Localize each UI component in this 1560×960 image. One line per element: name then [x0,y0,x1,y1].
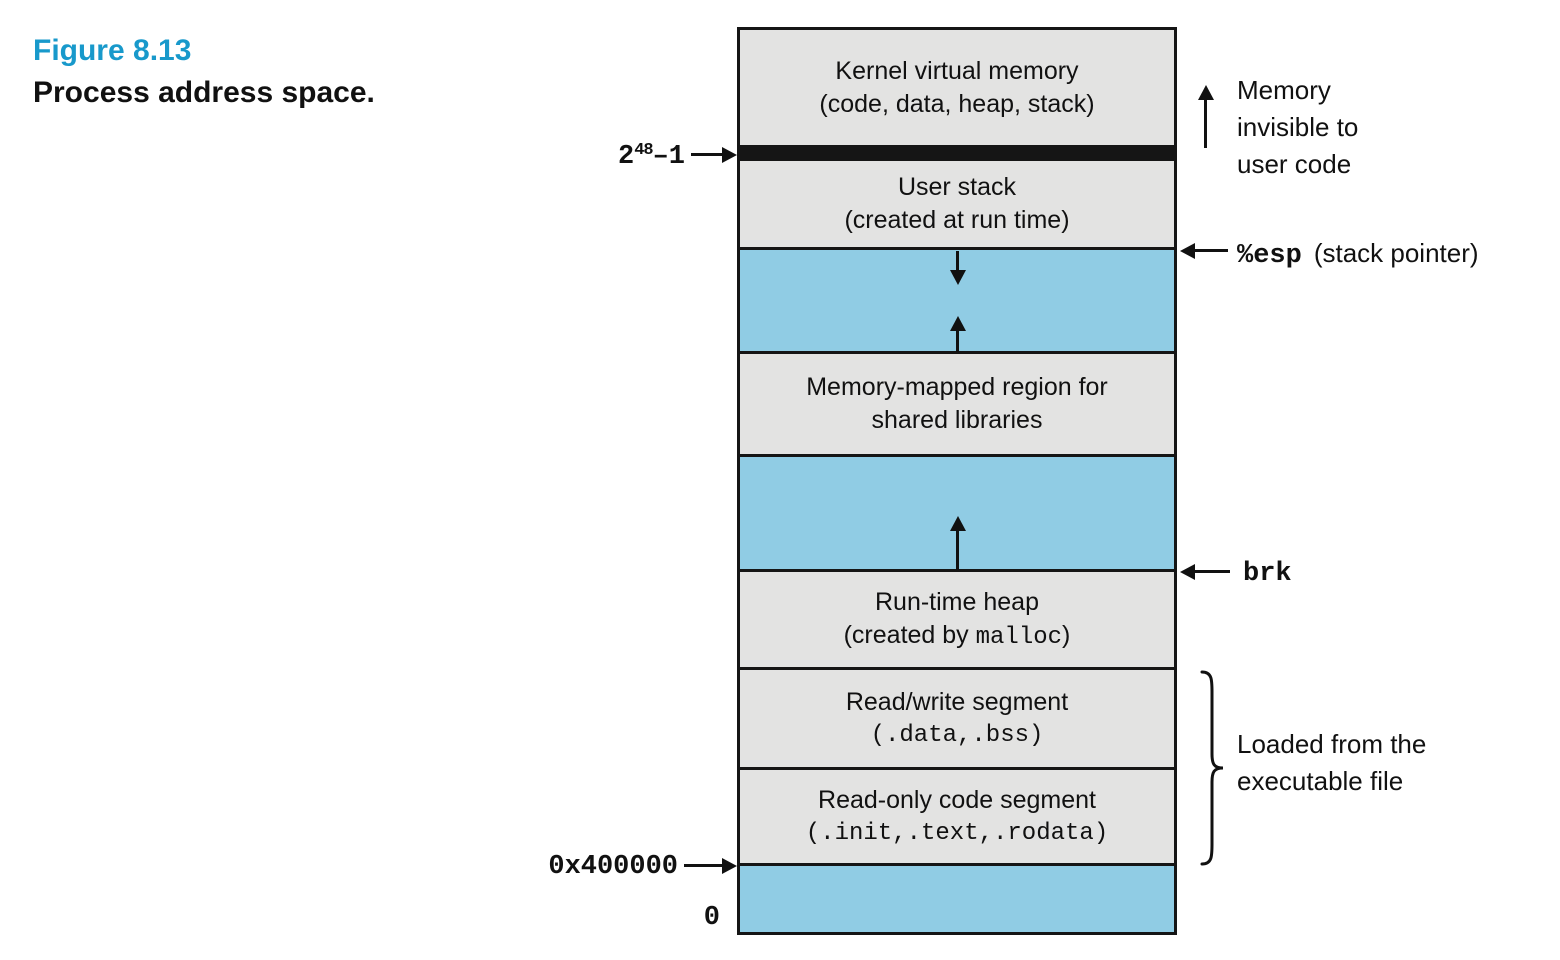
brk-pointer-arrow [1195,570,1230,573]
figure-number: Figure 8.13 [33,34,192,67]
address-label-2-48-minus-1: 248–1 [545,141,685,172]
arrow-to-0x400000-boundary [684,864,722,867]
segment-label: Read-only code segment [818,785,1096,814]
mmap-grows-up-arrow [956,330,959,352]
segment-kernel-virtual-memory: Kernel virtual memory (code, data, heap,… [740,30,1174,148]
heap-sublabel-prefix: (created by [843,620,976,649]
segment-label: Kernel virtual memory [835,56,1079,85]
segment-label: Run-time heap [875,587,1039,616]
malloc-code-text: malloc [975,623,1063,651]
address-label-0x400000: 0x400000 [548,852,678,882]
segment-user-stack: User stack (created at run time) [740,161,1174,250]
loaded-from-executable-label: Loaded from the executable file [1237,726,1426,800]
arrow-to-2-48-boundary [691,153,722,156]
stack-grows-down-arrow [956,251,959,271]
segment-read-only-code: Read-only code segment (.init,.text,.rod… [740,770,1174,866]
executable-file-brace [1200,670,1224,866]
segment-memory-mapped-region: Memory-mapped region for shared librarie… [740,354,1174,457]
memory-invisible-line1: Memory [1237,75,1331,105]
segment-read-write: Read/write segment (.data,.bss) [740,670,1174,770]
segment-sublabel: (created by malloc) [844,619,1071,654]
stack-pointer-label: %esp (stack pointer) [1237,235,1479,275]
segment-sublabel: (created at run time) [844,206,1070,234]
memory-invisible-line2: invisible to [1237,112,1359,142]
esp-code-text: %esp [1237,241,1302,271]
segment-sublabel: (code, data, heap, stack) [819,89,1095,118]
segment-sublabel: shared libraries [871,406,1043,434]
loaded-line2: executable file [1237,766,1404,796]
address-tail: –1 [652,142,685,172]
esp-pointer-arrow [1195,249,1228,252]
region-unmapped-low-memory [740,866,1174,932]
memory-invisible-line3: user code [1237,149,1352,179]
loaded-line1: Loaded from the [1237,729,1427,759]
brk-label: brk [1243,559,1292,589]
segment-label: Read/write segment [845,687,1069,716]
segment-sublabel-code: (.data,.bss) [870,721,1044,749]
memory-invisible-label: Memory invisible to user code [1237,72,1358,183]
segment-label: User stack [897,173,1017,201]
memory-invisible-up-arrow [1204,99,1207,148]
figure-title: Process address space. [33,76,375,109]
address-exponent: 48 [634,141,653,160]
kernel-user-boundary-bar [740,148,1174,161]
address-label-zero: 0 [703,903,720,933]
process-address-space-box: Kernel virtual memory (code, data, heap,… [737,27,1177,935]
figure-caption: Figure 8.13 Process address space. [33,30,375,114]
segment-runtime-heap: Run-time heap (created by malloc) [740,572,1174,670]
stack-pointer-text: (stack pointer) [1313,238,1479,268]
address-base: 2 [617,142,635,172]
heap-sublabel-suffix: ) [1062,620,1071,649]
segment-label: Memory-mapped region for [806,373,1108,401]
segment-sublabel-code: (.init,.text,.rodata) [805,819,1109,847]
heap-grows-up-arrow [956,530,959,570]
